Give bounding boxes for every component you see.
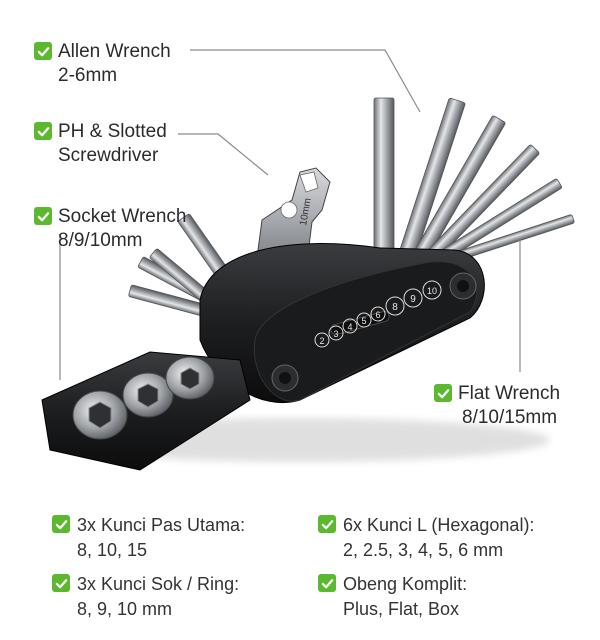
spec-values: Plus, Flat, Box bbox=[343, 599, 460, 619]
dial-4: 4 bbox=[347, 322, 352, 332]
spec-kunci-pas: 3x Kunci Pas Utama: 8, 10, 15 bbox=[52, 513, 245, 563]
callout-screwdriver: PH & Slotted Screwdriver bbox=[34, 120, 167, 168]
callout-subtitle: 8/10/15mm bbox=[462, 407, 558, 428]
checkmark-box-icon bbox=[52, 574, 70, 592]
callout-allen-wrench: Allen Wrench 2-6mm bbox=[34, 40, 171, 88]
hex-keys bbox=[373, 97, 575, 268]
dial-5: 5 bbox=[361, 316, 366, 326]
callout-subtitle: 8/9/10mm bbox=[58, 230, 143, 251]
wrench-10-marking: 10mm bbox=[298, 197, 314, 226]
spec-values: 8, 9, 10 mm bbox=[77, 599, 173, 619]
spec-title: 6x Kunci L (Hexagonal): bbox=[343, 515, 535, 535]
socket-holder bbox=[41, 351, 251, 471]
dial-3: 3 bbox=[333, 329, 338, 339]
checkmark-box-icon bbox=[434, 384, 452, 402]
dial-8: 8 bbox=[392, 302, 398, 313]
callout-subtitle: 2-6mm bbox=[58, 65, 118, 86]
socket-10 bbox=[165, 356, 215, 400]
checkmark-box-icon bbox=[34, 122, 52, 140]
spec-values: 2, 2.5, 3, 4, 5, 6 mm bbox=[343, 540, 504, 560]
dial-2: 2 bbox=[319, 336, 324, 346]
spec-title: Obeng Komplit: bbox=[343, 574, 468, 594]
dial-6: 6 bbox=[375, 310, 380, 320]
leader-lines bbox=[59, 49, 521, 380]
callout-socket-wrench: Socket Wrench 8/9/10mm bbox=[34, 205, 186, 253]
callout-subtitle: Screwdriver bbox=[58, 145, 159, 166]
checkmark-box-icon bbox=[34, 42, 52, 60]
leader-screwdriver bbox=[178, 133, 269, 176]
spec-obeng: Obeng Komplit: Plus, Flat, Box bbox=[318, 572, 467, 622]
spec-kunci-l: 6x Kunci L (Hexagonal): 2, 2.5, 3, 4, 5,… bbox=[318, 513, 534, 563]
spec-values: 8, 10, 15 bbox=[77, 540, 148, 560]
spec-kunci-sok: 3x Kunci Sok / Ring: 8, 9, 10 mm bbox=[52, 572, 239, 622]
callout-flat-wrench: Flat Wrench 8/10/15mm bbox=[434, 382, 560, 430]
multi-tool-illustration: 15mm 10mm bbox=[41, 49, 575, 471]
leader-allen bbox=[190, 49, 421, 113]
socket-8 bbox=[72, 390, 128, 440]
size-dial: 2 3 4 5 6 8 9 10 bbox=[314, 280, 442, 348]
dial-10: 10 bbox=[427, 286, 437, 296]
socket-9 bbox=[122, 372, 174, 418]
checkmark-box-icon bbox=[52, 515, 70, 533]
callout-title: PH & Slotted bbox=[58, 121, 167, 142]
checkmark-box-icon bbox=[318, 574, 336, 592]
spec-title: 3x Kunci Sok / Ring: bbox=[77, 574, 240, 594]
checkmark-box-icon bbox=[318, 515, 336, 533]
callout-title: Allen Wrench bbox=[58, 41, 171, 62]
checkmark-box-icon bbox=[34, 207, 52, 225]
dial-9: 9 bbox=[410, 294, 416, 305]
callout-title: Flat Wrench bbox=[458, 383, 561, 404]
callout-title: Socket Wrench bbox=[58, 206, 187, 227]
spec-title: 3x Kunci Pas Utama: bbox=[77, 515, 246, 535]
